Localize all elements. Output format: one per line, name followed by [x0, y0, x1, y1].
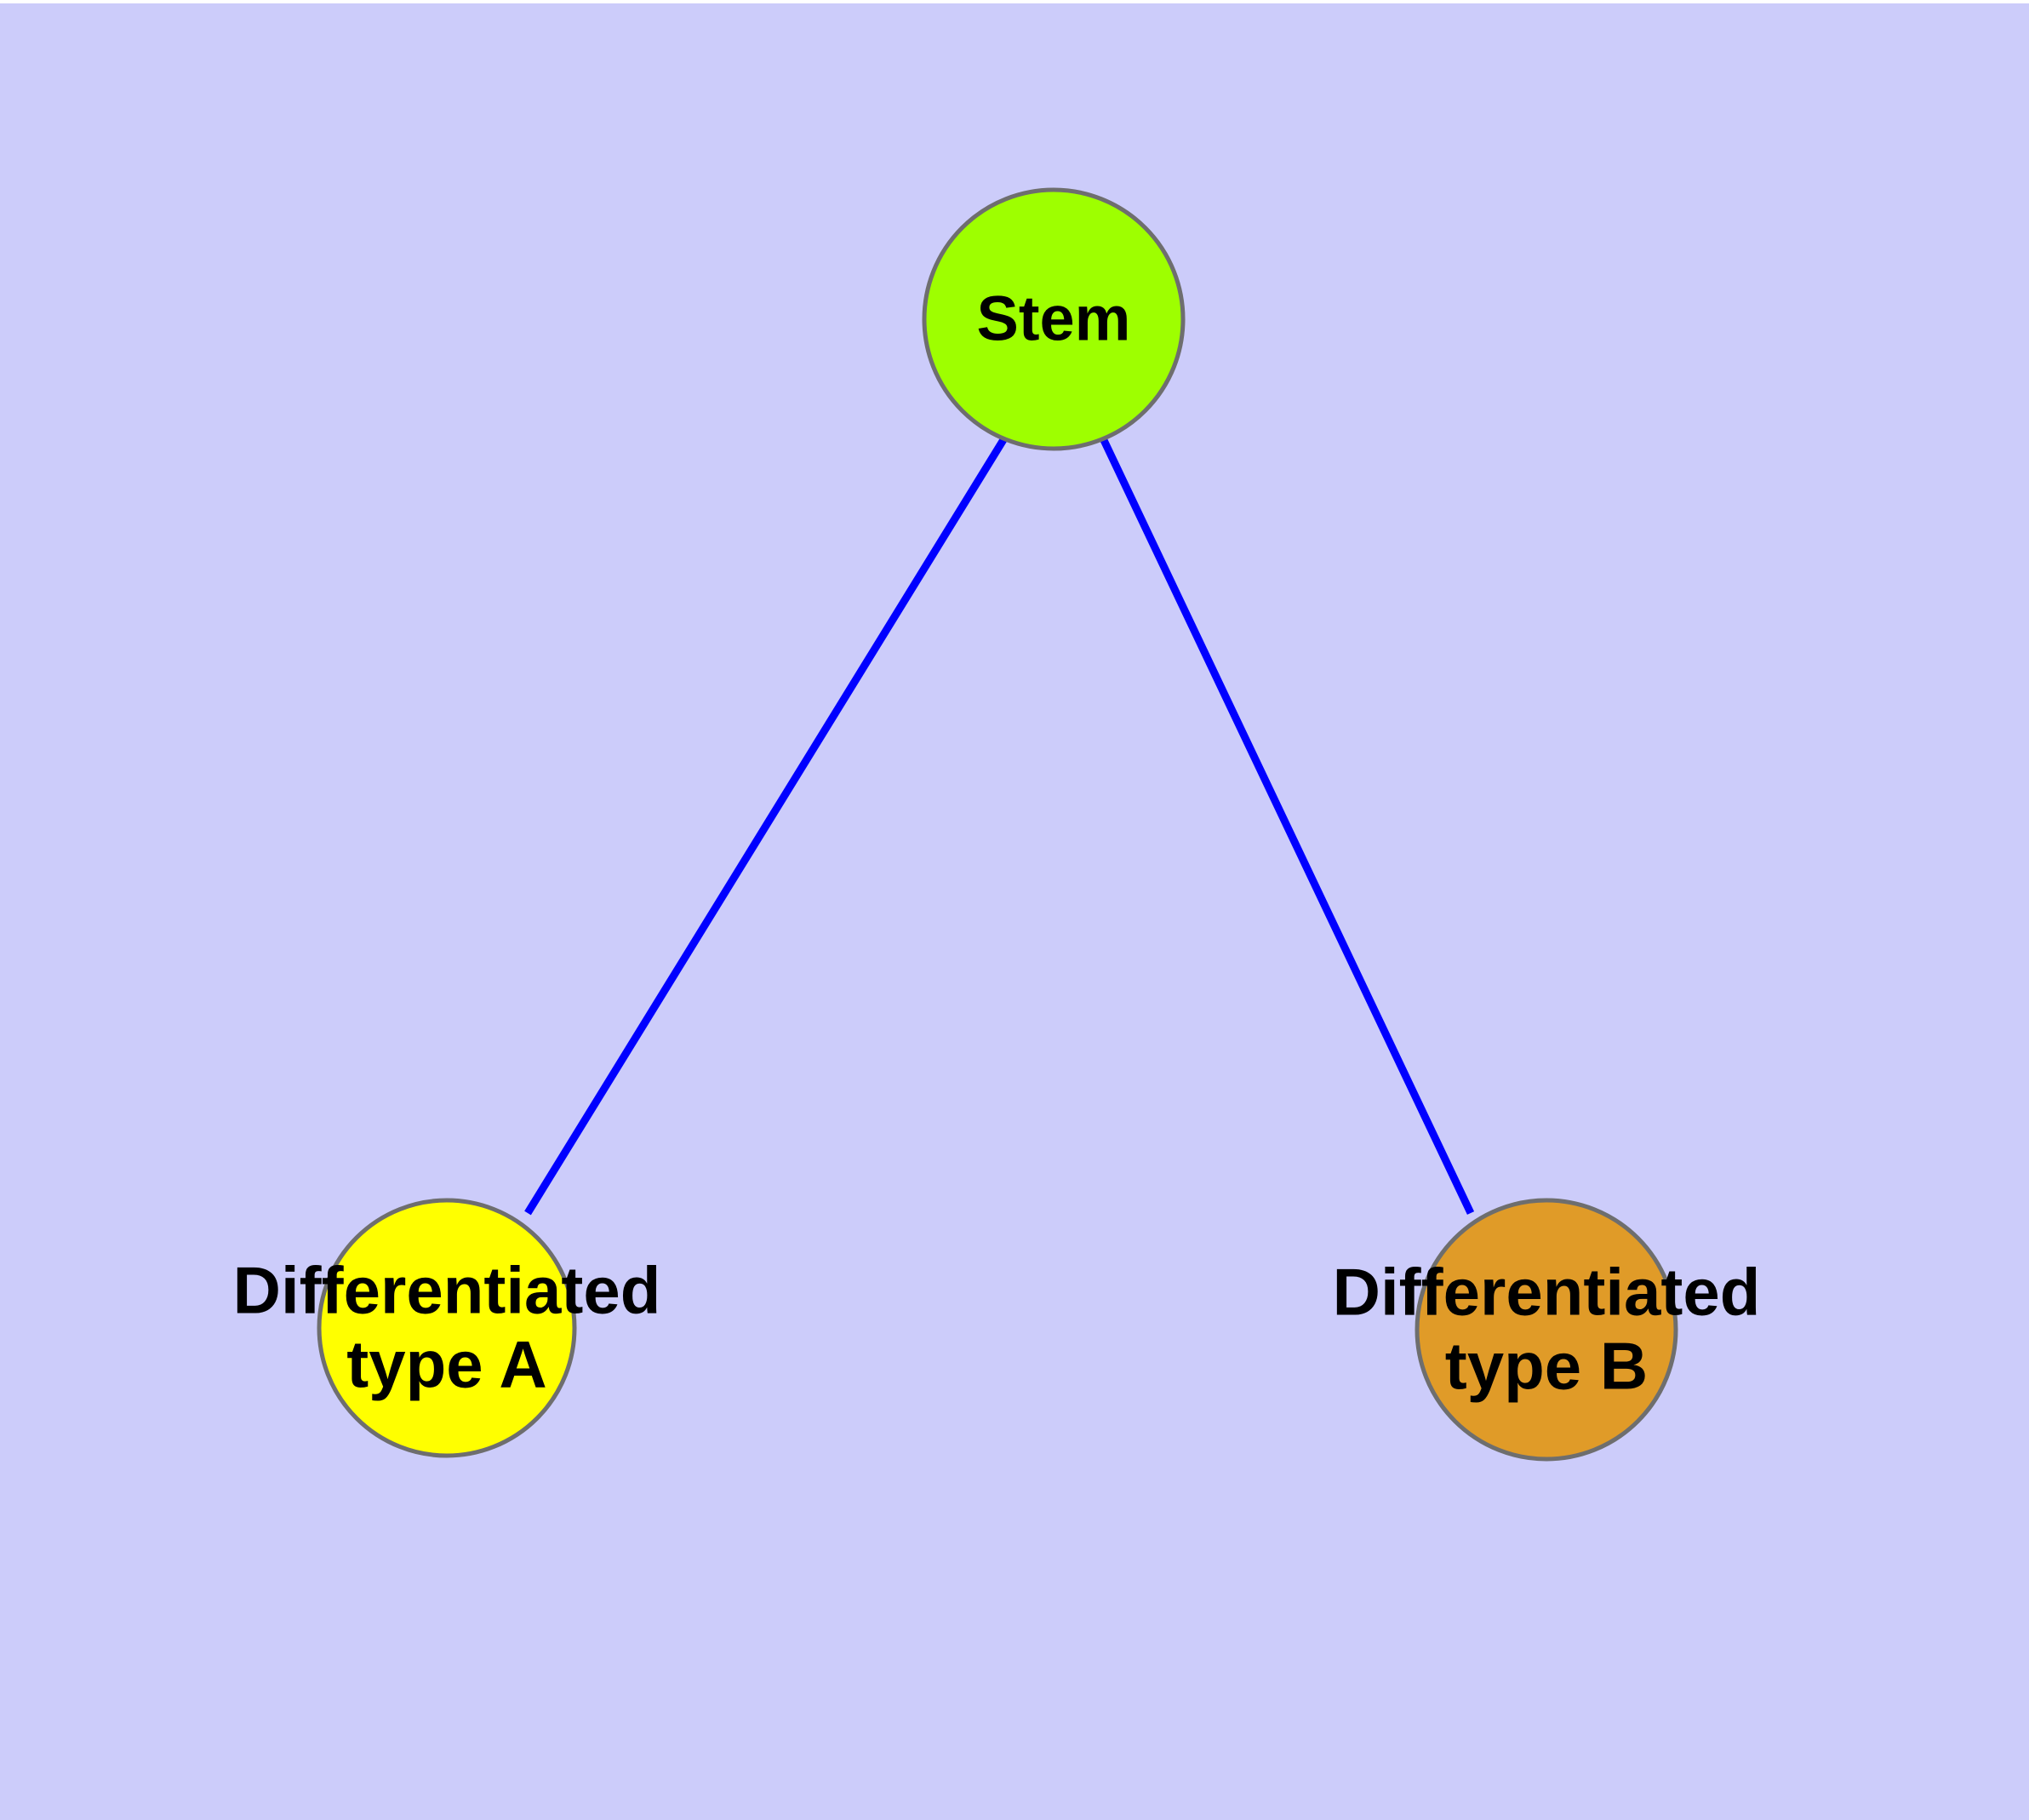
edges-layer [524, 436, 1475, 1216]
graph-node-diff_b[interactable] [1415, 1198, 1678, 1462]
nodes-layer [317, 187, 1678, 1462]
graph-node-diff_a[interactable] [317, 1198, 577, 1458]
graph-edge[interactable] [524, 436, 1008, 1216]
graph-node-stem[interactable] [922, 187, 1186, 451]
graph-edge[interactable] [1099, 437, 1475, 1215]
